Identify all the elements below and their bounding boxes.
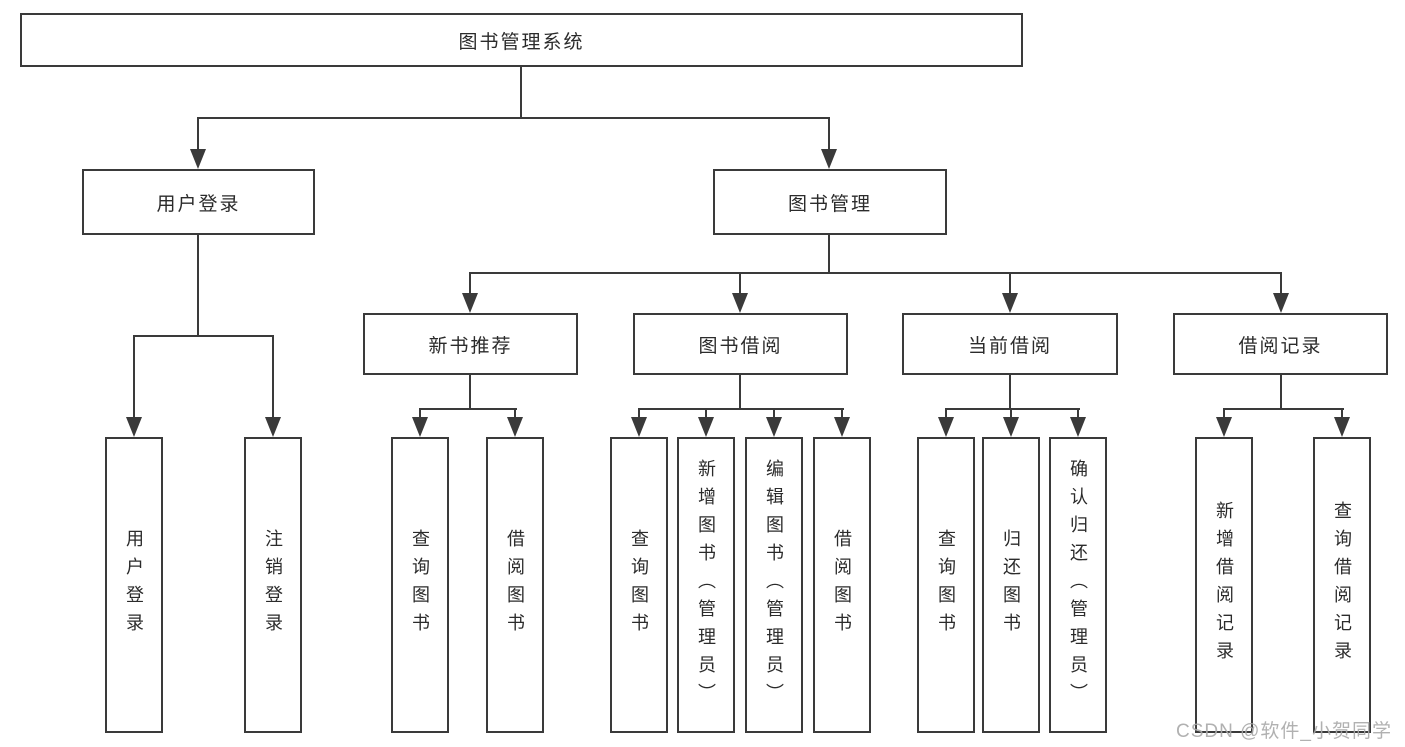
connector-root-branch [198, 117, 830, 119]
arrow-down-icon [265, 335, 281, 437]
arrow-down-icon [834, 408, 850, 437]
node-borrowing-records: 借阅记录 [1173, 313, 1388, 375]
connector-new-book-stem [469, 375, 471, 408]
node-book-borrowing: 图书借阅 [633, 313, 848, 375]
leaf-add-borrow-record: 新增借阅记录 [1195, 437, 1253, 733]
leaf-query-borrow-record: 查询借阅记录 [1313, 437, 1371, 733]
csdn-watermark: CSDN @软件_小贺同学 [1176, 721, 1392, 742]
leaf-user-login: 用户登录 [105, 437, 163, 733]
connector-book-management-stem [828, 233, 830, 272]
arrow-down-icon [1002, 272, 1018, 313]
arrow-down-icon [190, 117, 206, 169]
root-node-library-management-system: 图书管理系统 [20, 13, 1023, 67]
leaf-query-books: 查询图书 [917, 437, 975, 733]
leaf-borrow-books: 借阅图书 [813, 437, 871, 733]
connector-book-management-branch [469, 272, 1282, 274]
arrow-down-icon [126, 335, 142, 437]
arrow-down-icon [412, 408, 428, 437]
node-current-borrowing: 当前借阅 [902, 313, 1118, 375]
leaf-query-books: 查询图书 [391, 437, 449, 733]
connector-current-borrowing-branch [945, 408, 1080, 410]
connector-book-borrowing-branch [638, 408, 844, 410]
connector-user-login-stem [197, 233, 199, 335]
leaf-confirm-return-admin: 确认归还（管理员） [1049, 437, 1107, 733]
arrow-down-icon [1003, 408, 1019, 437]
connector-borrowing-records-branch [1223, 408, 1344, 410]
arrow-down-icon [698, 408, 714, 437]
arrow-down-icon [732, 272, 748, 313]
arrow-down-icon [462, 272, 478, 313]
arrow-down-icon [1273, 272, 1289, 313]
leaf-query-books: 查询图书 [610, 437, 668, 733]
connector-borrowing-records-stem [1280, 375, 1282, 408]
arrow-down-icon [1334, 408, 1350, 437]
connector-user-login-branch [133, 335, 274, 337]
arrow-down-icon [1070, 408, 1086, 437]
arrow-down-icon [631, 408, 647, 437]
arrow-down-icon [938, 408, 954, 437]
leaf-add-book-admin: 新增图书（管理员） [677, 437, 735, 733]
connector-current-borrowing-stem [1009, 375, 1011, 408]
arrow-down-icon [507, 408, 523, 437]
connector-new-book-branch [419, 408, 517, 410]
connector-root-stem [520, 65, 522, 117]
arrow-down-icon [821, 117, 837, 169]
leaf-return-books: 归还图书 [982, 437, 1040, 733]
arrow-down-icon [766, 408, 782, 437]
node-user-login: 用户登录 [82, 169, 315, 235]
leaf-borrow-books: 借阅图书 [486, 437, 544, 733]
connector-book-borrowing-stem [739, 375, 741, 408]
leaf-logout: 注销登录 [244, 437, 302, 733]
leaf-edit-book-admin: 编辑图书（管理员） [745, 437, 803, 733]
node-new-book-recommendation: 新书推荐 [363, 313, 578, 375]
node-book-management: 图书管理 [713, 169, 947, 235]
arrow-down-icon [1216, 408, 1232, 437]
